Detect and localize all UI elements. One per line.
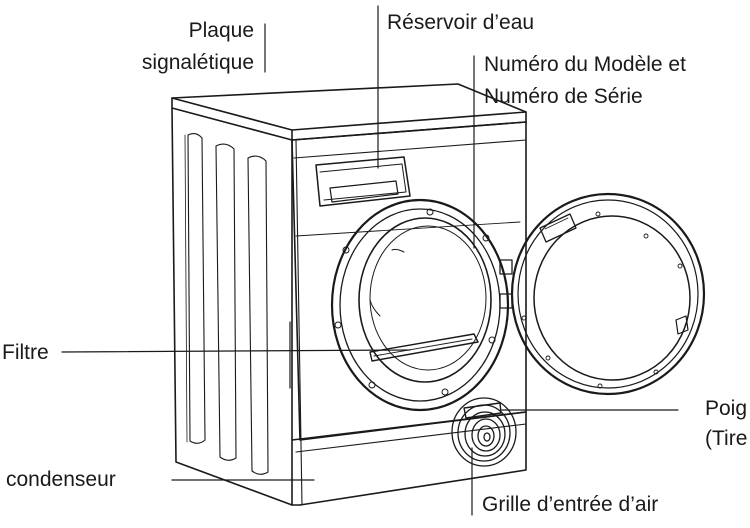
top-panel: [171, 83, 527, 131]
side-panel: [171, 107, 293, 506]
condenser-handle: [463, 402, 502, 419]
air-intake-grille: [451, 397, 517, 467]
drum-opening: [330, 198, 510, 412]
dryer-body: [171, 83, 527, 506]
open-door: [510, 192, 706, 396]
label-poignee-line2: (Tire: [705, 427, 748, 450]
label-model-line1: Numéro du Modèle et: [484, 53, 686, 76]
label-condenseur: condenseur: [6, 468, 116, 491]
label-plaque-line2: signalétique: [141, 51, 254, 74]
filter: [369, 333, 479, 362]
plinth: [291, 411, 527, 506]
label-reservoir: Réservoir d’eau: [387, 11, 535, 34]
leader-lines: [61, 5, 679, 516]
label-poignee-line1: Poig: [705, 397, 748, 420]
label-grille: Grille d’entrée d’air: [482, 493, 659, 516]
water-tank: [315, 156, 411, 207]
label-plaque-line1: Plaque: [188, 19, 254, 42]
front-panel: [291, 121, 527, 441]
label-model-line2: Numéro de Série: [484, 85, 643, 108]
label-filtre: Filtre: [2, 341, 49, 364]
